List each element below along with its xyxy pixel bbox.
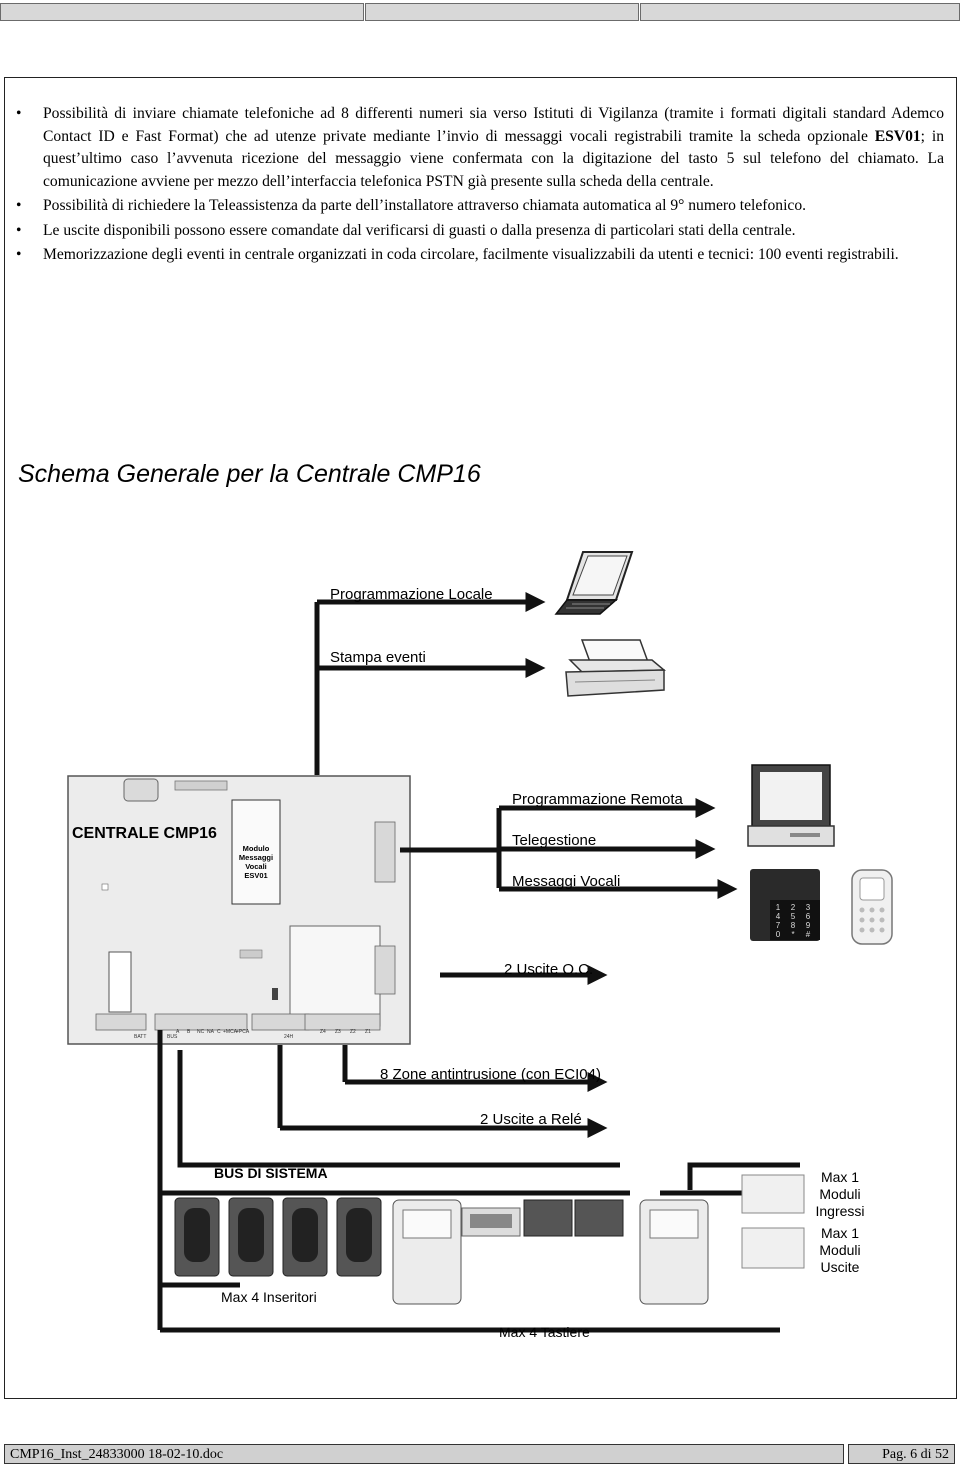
key-label: 5	[791, 912, 796, 921]
key-label: 0	[776, 930, 781, 939]
label-line: Uscite	[821, 1259, 860, 1275]
input-module	[741, 1174, 805, 1214]
output-module	[741, 1227, 805, 1269]
key-label: 6	[806, 912, 811, 921]
bullet-icon: •	[16, 246, 22, 263]
key-label: #	[806, 930, 811, 939]
key-label: 2	[791, 903, 796, 912]
label-stampa-eventi: Stampa eventi	[330, 649, 426, 666]
list-item: • Memorizzazione degli eventi in centrale…	[16, 244, 944, 267]
module-label-line: ESV01	[244, 871, 267, 880]
label-programmazione-remota: Programmazione Remota	[512, 791, 684, 808]
footer-page-number: Pag. 6 di 52	[848, 1444, 955, 1464]
label-telegestione: Telegestione	[512, 832, 596, 849]
label-bus: BUS DI SISTEMA	[214, 1165, 328, 1181]
key-label: 7	[776, 921, 781, 930]
list-item: • Possibilità di inviare chiamate telefon…	[16, 103, 944, 193]
list-item: • Possibilità di richiedere la Teleassist…	[16, 195, 944, 218]
key-label: 8	[791, 921, 796, 930]
header-bar	[0, 3, 960, 21]
terminal-label: B	[187, 1029, 191, 1035]
bullet-icon: •	[16, 105, 22, 122]
section-title: Schema Generale per la Centrale CMP16	[18, 460, 481, 488]
label-messaggi-vocali: Messaggi Vocali	[512, 873, 620, 890]
terminal-label: BUS	[167, 1034, 178, 1040]
phone-keypad-icon: 1 2 3 4 5 6 7 8 9 0 * #	[750, 869, 820, 941]
module-label-line: Messaggi	[239, 853, 273, 862]
laptop-icon	[554, 551, 634, 615]
local-connections	[314, 592, 546, 775]
module-label-line: Modulo	[243, 844, 270, 853]
terminal-label: A	[176, 1029, 180, 1035]
header-cell	[365, 3, 639, 21]
terminal-label: C	[217, 1029, 221, 1035]
bullet-text: Possibilità di inviare chiamate telefoni…	[43, 105, 944, 145]
bullet-bold-text: ESV01	[874, 127, 921, 145]
terminal-label: Z2	[350, 1029, 356, 1035]
terminal-label: NC	[197, 1029, 205, 1035]
label-line: Max 1	[821, 1225, 859, 1241]
page-frame	[4, 77, 957, 1399]
feature-list: • Possibilità di inviare chiamate telefon…	[16, 103, 944, 269]
terminal-labels: BATT BUS A B NC NA C +MCA +PCA 24H Z4 Z3…	[134, 1029, 371, 1040]
terminal-label: NA	[207, 1029, 215, 1035]
label-uscite-rele: 2 Uscite a Relé	[480, 1111, 582, 1128]
list-item: • Le uscite disponibili possono essere co…	[16, 220, 944, 243]
label-line: Moduli	[819, 1186, 860, 1202]
terminal-label: +MCA	[223, 1029, 238, 1035]
header-cell	[0, 3, 364, 21]
key-label: 9	[806, 921, 811, 930]
terminal-label: Z3	[335, 1029, 341, 1035]
terminal-label: Z1	[365, 1029, 371, 1035]
key-label: 3	[806, 903, 811, 912]
bullet-text: Le uscite disponibili possono essere com…	[43, 221, 796, 239]
control-board	[67, 775, 411, 1045]
mobile-phone-icon	[851, 869, 893, 945]
key-label: 4	[776, 912, 781, 921]
monitor-icon	[747, 764, 835, 847]
label-line: Moduli	[819, 1242, 860, 1258]
terminal-label: +PCA	[236, 1029, 250, 1035]
remote-connections	[177, 798, 800, 1190]
tastiere-devices	[392, 1199, 709, 1305]
footer-filename: CMP16_Inst_24833000 18-02-10.doc	[4, 1444, 844, 1464]
label-line: Max 1	[821, 1169, 859, 1185]
module-label-line: Vocali	[245, 862, 267, 871]
key-label: 1	[776, 903, 781, 912]
terminal-label: BATT	[134, 1034, 146, 1040]
bus-line	[157, 1030, 800, 1333]
label-max-uscite: Max 1 Moduli Uscite	[819, 1225, 860, 1275]
terminal-label: 24H	[284, 1034, 294, 1040]
label-max-ingressi: Max 1 Moduli Ingressi	[815, 1169, 864, 1219]
board-title: CENTRALE CMP16	[72, 825, 217, 842]
label-zone: 8 Zone antintrusione (con ECI04)	[380, 1066, 601, 1083]
bullet-icon: •	[16, 221, 22, 239]
module-label: Modulo Messaggi Vocali ESV01	[239, 844, 273, 880]
inseritori-devices	[174, 1197, 382, 1277]
bullet-icon: •	[16, 197, 22, 214]
bullet-text: Possibilità di richiedere la Teleassiste…	[43, 197, 807, 214]
label-uscite-oc: 2 Uscite O.C.	[504, 961, 593, 978]
label-max-tastiere: Max 4 Tastiere	[499, 1324, 590, 1340]
bullet-text: ; in quest’ultimo caso l’avvenuta ricezi…	[43, 127, 944, 190]
printer-icon	[565, 639, 667, 697]
bullet-text: Memorizzazione degli eventi in centrale …	[43, 246, 899, 263]
label-programmazione-locale: Programmazione Locale	[330, 586, 493, 603]
label-max-inseritori: Max 4 Inseritori	[221, 1289, 317, 1305]
key-label: *	[791, 930, 794, 939]
label-line: Ingressi	[815, 1203, 864, 1219]
terminal-label: Z4	[320, 1029, 326, 1035]
